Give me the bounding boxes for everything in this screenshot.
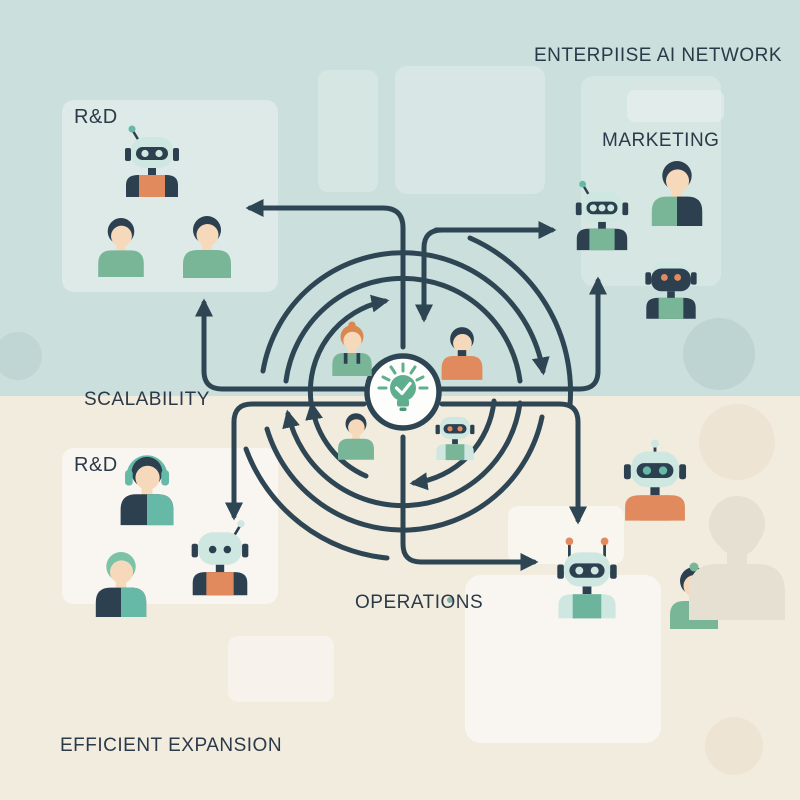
rnd-bottom-person-2 (95, 551, 147, 618)
arrow-right-down-to-operations (439, 401, 587, 525)
arc-inner-top-arrow (307, 294, 390, 405)
decor-circle (683, 318, 755, 390)
arc-inner-left-arrow (305, 401, 369, 479)
rnd-bottom-robot (191, 520, 249, 596)
central-hub (364, 353, 442, 431)
hub-robot-se (435, 416, 475, 461)
hub-person-ne (441, 327, 483, 380)
lightbulb-check-icon (390, 375, 416, 411)
figures-layer (95, 125, 785, 629)
label-rnd-top: R&D (74, 106, 118, 128)
marketing-robot-2 (645, 261, 697, 319)
arrow-left-down-to-rnd-robot (225, 401, 367, 521)
rnd-top-robot (125, 125, 179, 197)
hub-person-sw (338, 413, 374, 460)
bg-silhouette-person (689, 496, 785, 620)
decor-rect (627, 90, 724, 122)
decor-rect (318, 70, 378, 192)
decor-rect (395, 66, 545, 194)
arrow-into-hub-down (415, 227, 445, 323)
arc-middle-bottom-arrow (282, 400, 523, 509)
decor-circle (705, 717, 763, 775)
decor-rect (228, 636, 334, 702)
marketing-person (651, 160, 703, 227)
arc-extra-bottom-left (243, 446, 390, 561)
decor-dot (447, 597, 453, 603)
arc-outer-bottom (264, 414, 545, 533)
label-scalability: SCALABILITY (84, 389, 210, 410)
label-efficient-expansion: EFFICIENT EXPANSION (60, 735, 283, 756)
arrow-hub-to-operations-robot (400, 434, 539, 571)
label-rnd-bottom: R&D (74, 454, 118, 476)
marketing-panel (581, 76, 721, 286)
marketing-robot-1 (575, 180, 629, 251)
rnd-top-person-2 (183, 216, 231, 278)
label-marketing: MARKETING (602, 130, 720, 151)
decor-circle (0, 332, 42, 380)
connector-arrows (195, 199, 607, 571)
rnd-bottom-person-1 (120, 455, 174, 526)
label-operations: OPERATIONS (355, 592, 484, 613)
ops-robot-1 (623, 439, 687, 521)
decor-circle (699, 404, 775, 480)
check-mark (394, 381, 412, 396)
ops-robot-2 (557, 537, 617, 619)
arrow-hub-to-rnd-top (245, 199, 406, 350)
rnd-top-person-1 (98, 218, 144, 277)
lightbulb-rays (377, 362, 429, 390)
diagram-title: ENTERPIISE AI NETWORK (534, 45, 783, 66)
arc-extra-top-right (467, 235, 573, 408)
arrow-left-up-to-rnd (195, 298, 367, 392)
hub-person-nw (332, 321, 372, 377)
arrow-right-up-to-marketing (439, 276, 607, 392)
